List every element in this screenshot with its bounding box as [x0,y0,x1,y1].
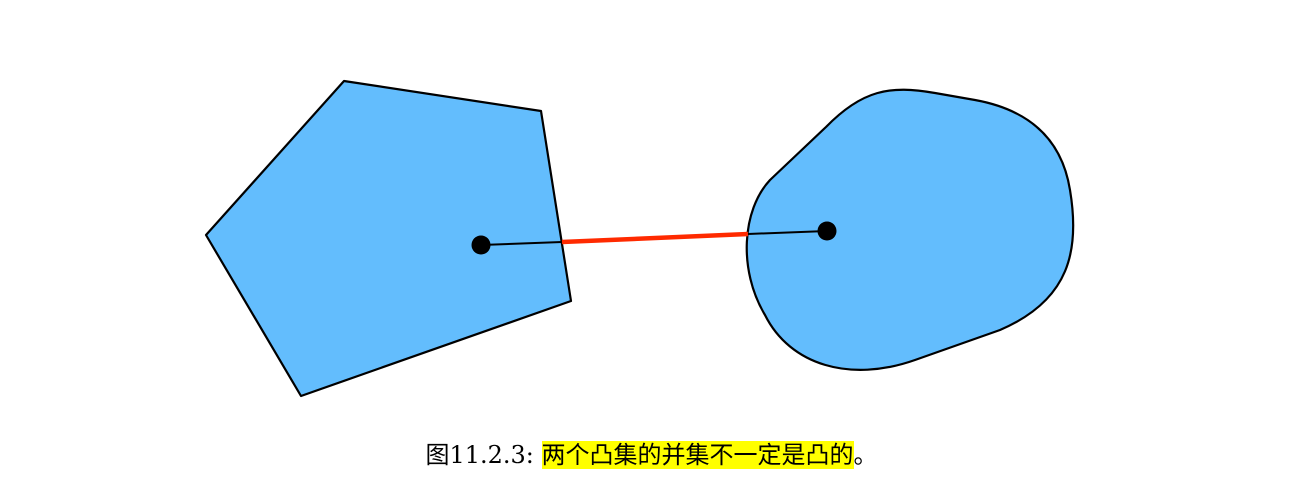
caption-label: 图11.2.3: [425,441,542,469]
pentagon-convex-set [204,79,573,398]
rounded-convex-set [745,88,1075,371]
figure-caption: 图11.2.3: 两个凸集的并集不一定是凸的。 [0,437,1303,473]
segment-inside-rounded-set [747,230,828,235]
point-in-pentagon [471,235,491,255]
caption-end-punctuation: 。 [853,441,878,469]
convex-sets-figure [204,79,1075,398]
segment-outside-union [561,231,749,245]
caption-highlighted-text: 两个凸集的并集不一定是凸的 [541,441,854,469]
point-in-rounded-set [817,221,837,241]
segment-inside-pentagon [480,241,563,246]
